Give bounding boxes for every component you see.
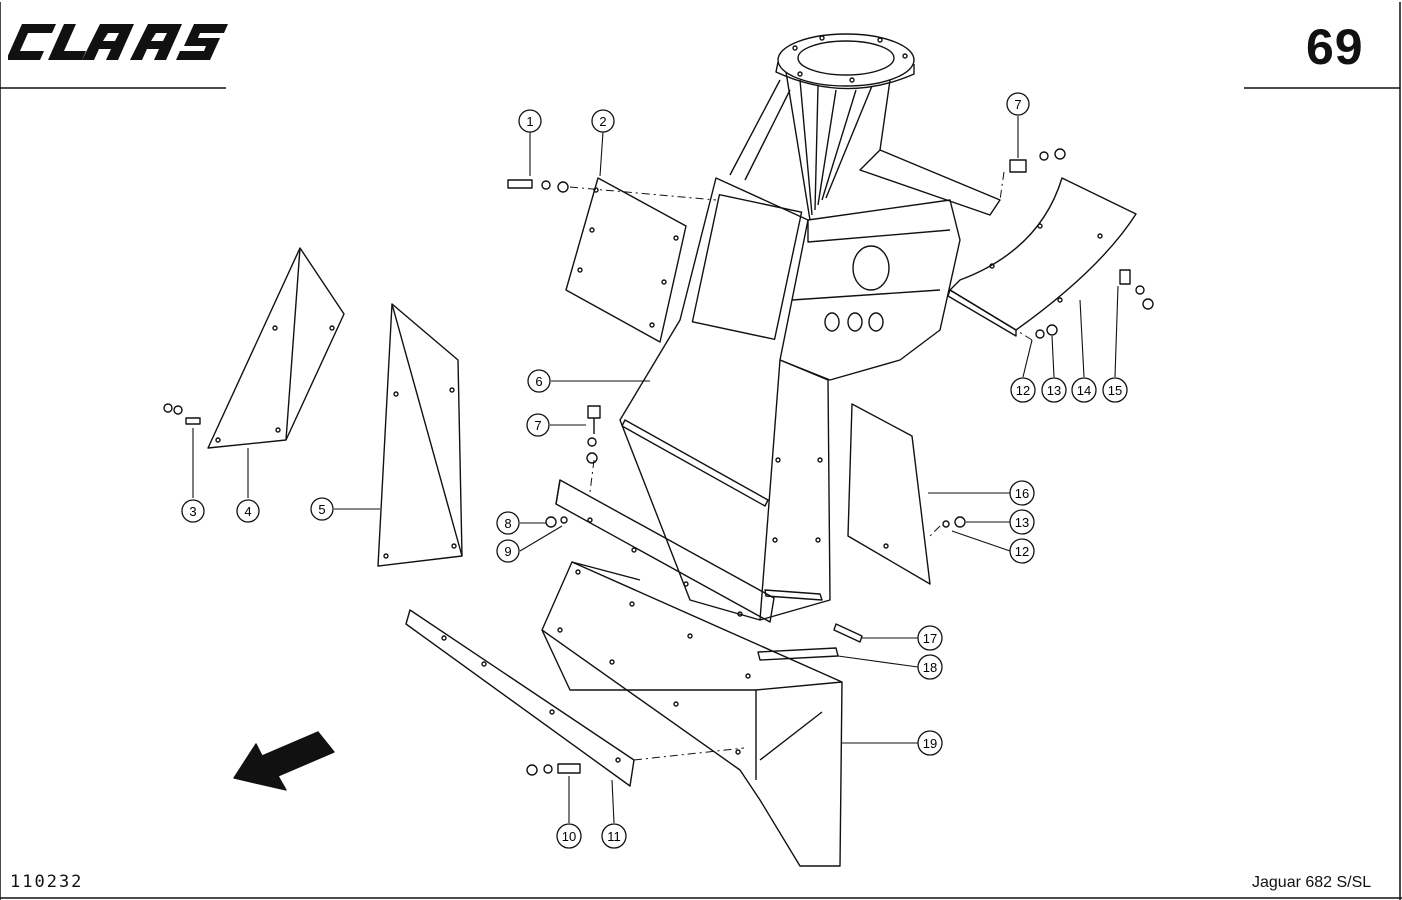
callout-3: 3 xyxy=(181,499,205,523)
part-19-chute xyxy=(541,561,843,867)
callout-12-top: 12 xyxy=(1010,377,1036,403)
callout-17: 17 xyxy=(917,625,943,651)
callout-1: 1 xyxy=(518,109,542,133)
callout-4: 4 xyxy=(236,499,260,523)
svg-text:15: 15 xyxy=(1108,383,1122,398)
callout-14: 14 xyxy=(1071,377,1097,403)
callout-11: 11 xyxy=(601,823,627,849)
callout-10: 10 xyxy=(556,823,582,849)
svg-text:13: 13 xyxy=(1015,515,1029,530)
leader-lines xyxy=(192,116,1119,824)
top-flange xyxy=(729,33,915,221)
part-11-strip xyxy=(405,609,635,787)
svg-text:7: 7 xyxy=(1014,97,1021,112)
fasteners xyxy=(163,148,1154,776)
svg-text:9: 9 xyxy=(504,544,511,559)
callout-2: 2 xyxy=(591,109,615,133)
callout-12-lower: 12 xyxy=(1009,538,1035,564)
svg-text:6: 6 xyxy=(535,374,542,389)
svg-text:14: 14 xyxy=(1077,383,1091,398)
page-number: 69 xyxy=(1306,19,1364,75)
model-name: Jaguar 682 S/SL xyxy=(1252,874,1372,891)
svg-text:8: 8 xyxy=(504,516,511,531)
svg-text:11: 11 xyxy=(607,829,621,844)
svg-text:10: 10 xyxy=(562,829,576,844)
callout-13-top: 13 xyxy=(1041,377,1067,403)
svg-text:12: 12 xyxy=(1015,544,1029,559)
drawing-number: 110232 xyxy=(10,872,84,892)
svg-text:7: 7 xyxy=(534,418,541,433)
callout-5: 5 xyxy=(310,497,334,521)
callout-15: 15 xyxy=(1102,377,1128,403)
svg-text:3: 3 xyxy=(189,504,196,519)
callout-7-top: 7 xyxy=(1006,92,1030,116)
svg-text:18: 18 xyxy=(923,660,937,675)
svg-text:2: 2 xyxy=(599,114,606,129)
part-14-plate xyxy=(947,177,1137,337)
svg-text:13: 13 xyxy=(1047,383,1061,398)
angle-strip xyxy=(555,479,775,623)
part-2-panel xyxy=(565,177,687,343)
callout-18: 18 xyxy=(917,654,943,680)
part-16-plate xyxy=(847,403,931,585)
callout-7-middle: 7 xyxy=(526,413,550,437)
part-4-panel xyxy=(207,247,345,449)
callout-13-lower: 13 xyxy=(1009,509,1035,535)
bars-17-18 xyxy=(757,623,863,661)
svg-text:5: 5 xyxy=(318,502,325,517)
svg-text:19: 19 xyxy=(923,736,937,751)
callout-8: 8 xyxy=(496,511,520,535)
callout-19: 19 xyxy=(917,730,943,756)
callout-16: 16 xyxy=(1009,480,1035,506)
chute-body xyxy=(619,149,1001,621)
assembly-lines xyxy=(569,171,1033,761)
svg-text:17: 17 xyxy=(923,631,937,646)
svg-text:4: 4 xyxy=(244,504,251,519)
svg-text:16: 16 xyxy=(1015,486,1029,501)
callout-6: 6 xyxy=(527,369,551,393)
svg-text:1: 1 xyxy=(526,114,533,129)
callouts: 1 2 3 4 5 6 7 7 8 9 10 11 12 12 13 13 14… xyxy=(181,92,1128,849)
part-5-panel xyxy=(377,303,463,567)
direction-arrow xyxy=(233,731,335,791)
claas-logo xyxy=(8,24,228,60)
svg-text:12: 12 xyxy=(1016,383,1030,398)
callout-9: 9 xyxy=(496,539,520,563)
